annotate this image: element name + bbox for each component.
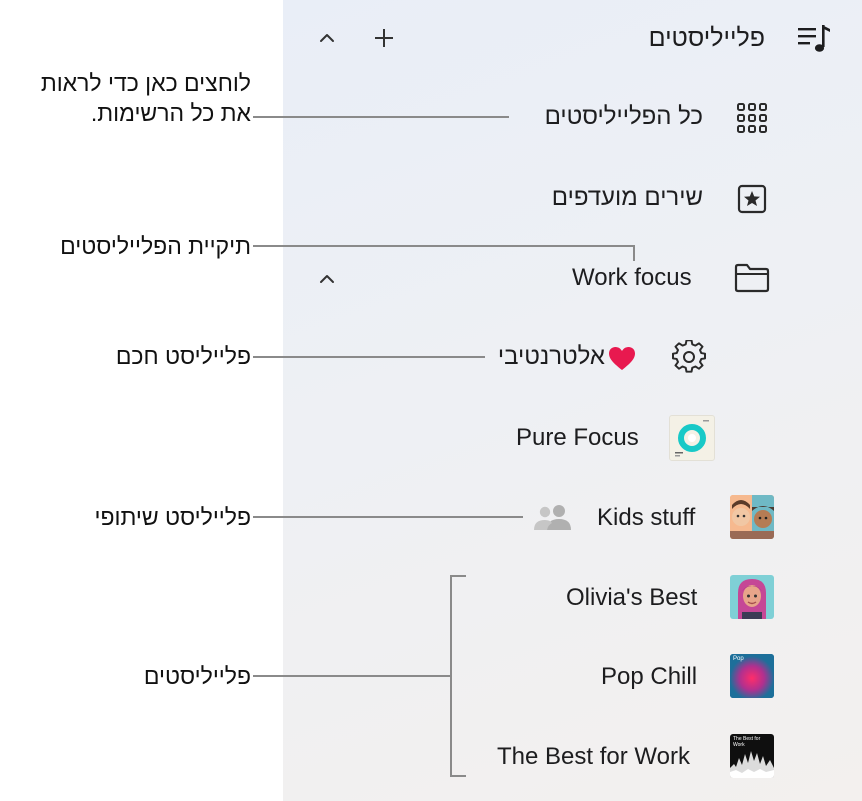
folder-icon (732, 260, 772, 296)
pop-chill-artwork-text: Pop (733, 656, 744, 662)
pop-chill-artwork: Pop (730, 654, 774, 698)
shared-people-icon (531, 502, 575, 532)
callout-all-playlists: לוחצים כאן כדי לראות את כל הרשימות. (41, 68, 251, 128)
callout-all-playlists-line2: את כל הרשימות. (90, 100, 251, 126)
playlists-icon (794, 20, 834, 56)
kids-stuff-artwork (730, 495, 774, 539)
callout-line-folder-tick (633, 245, 635, 261)
plus-icon (375, 29, 393, 47)
sidebar-item-work-focus[interactable]: Work focus (572, 264, 692, 291)
best-for-work-artwork: The Best for Work (730, 734, 774, 778)
collapse-playlists-button[interactable] (314, 26, 340, 50)
callout-bracket (450, 575, 452, 777)
callout-folder: תיקיית הפלייליסטים (60, 233, 251, 259)
star-square-icon (734, 181, 770, 217)
sidebar-item-pop-chill[interactable]: Pop Chill (601, 663, 698, 690)
callout-all-playlists-line1: לוחצים כאן כדי לראות (40, 70, 251, 96)
sidebar-item-the-best-for-work[interactable]: The Best for Work (497, 743, 690, 770)
heart-icon (606, 344, 638, 372)
pure-focus-artwork (669, 415, 715, 461)
callout-bracket-top (450, 575, 466, 577)
sidebar-item-favorite-songs[interactable]: שירים מועדפים (551, 184, 703, 211)
sidebar-item-alternative[interactable]: אלטרנטיבי (497, 343, 605, 370)
sidebar-item-pure-focus[interactable]: Pure Focus (516, 424, 639, 451)
callout-shared-playlist: פלייליסט שיתופי (94, 504, 251, 530)
callout-line-playlists (253, 675, 451, 677)
callout-line-all-playlists (253, 116, 509, 118)
sidebar-item-all-playlists[interactable]: כל הפלייליסטים (544, 103, 703, 130)
sidebar-item-kids-stuff[interactable]: Kids stuff (597, 504, 696, 531)
grid-icon (734, 100, 770, 136)
callout-line-folder (253, 245, 635, 247)
sidebar-item-olivias-best[interactable]: Olivia's Best (566, 584, 698, 611)
gear-icon (670, 338, 708, 376)
add-playlist-button[interactable] (370, 24, 398, 52)
callout-line-smart (253, 356, 485, 358)
callout-smart-playlist: פלייליסט חכם (115, 343, 251, 369)
playlists-title: פלייליסטים (648, 24, 765, 52)
callout-playlists: פלייליסטים (143, 663, 251, 689)
collapse-folder-button[interactable] (314, 268, 340, 290)
olivias-best-artwork (730, 575, 774, 619)
callout-line-shared (253, 516, 523, 518)
chevron-up-icon (320, 275, 334, 283)
callout-bracket-bottom (450, 775, 466, 777)
chevron-up-icon (320, 34, 334, 42)
best-for-work-artwork-text: The Best for Work (733, 736, 761, 748)
